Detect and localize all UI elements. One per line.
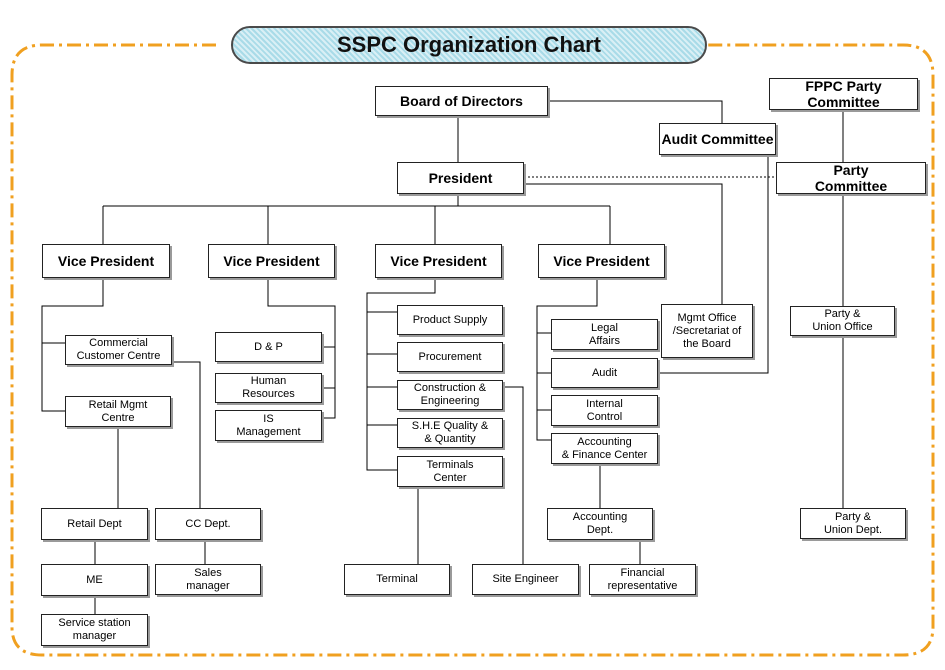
page-title: SSPC Organization Chart (231, 26, 707, 64)
retail-mgmt-centre: Retail Mgmt Centre (65, 396, 171, 427)
party-union-dept: Party & Union Dept. (800, 508, 906, 539)
audit-committee: Audit Committee (659, 123, 776, 155)
she-quality: S.H.E Quality & & Quantity (397, 418, 503, 448)
connector-lines (41, 100, 844, 614)
is-management: IS Management (215, 410, 322, 441)
internal-control: Internal Control (551, 395, 658, 426)
vice-president-2: Vice President (208, 244, 335, 278)
fppc-party-committee: FPPC Party Committee (769, 78, 918, 110)
accounting-dept: Accounting Dept. (547, 508, 653, 540)
me-box: ME (41, 564, 148, 596)
vice-president-3: Vice President (375, 244, 502, 278)
vice-president-4: Vice President (538, 244, 665, 278)
retail-dept: Retail Dept (41, 508, 148, 540)
legal-affairs: Legal Affairs (551, 319, 658, 350)
board-of-directors: Board of Directors (375, 86, 548, 116)
procurement: Procurement (397, 342, 503, 372)
sales-manager: Sales manager (155, 564, 261, 595)
site-engineer: Site Engineer (472, 564, 579, 595)
cc-dept: CC Dept. (155, 508, 261, 540)
party-union-office: Party & Union Office (790, 306, 895, 336)
terminal: Terminal (344, 564, 450, 595)
service-station-manager: Service station manager (41, 614, 148, 646)
human-resources: Human Resources (215, 373, 322, 403)
audit: Audit (551, 358, 658, 388)
financial-representative: Financial representative (589, 564, 696, 595)
terminals-center: Terminals Center (397, 456, 503, 487)
product-supply: Product Supply (397, 305, 503, 335)
mgmt-office: Mgmt Office /Secretariat of the Board (661, 304, 753, 358)
president: President (397, 162, 524, 194)
party-committee: Party Committee (776, 162, 926, 194)
commercial-customer-centre: Commercial Customer Centre (65, 335, 172, 365)
vice-president-1: Vice President (42, 244, 170, 278)
dp-box: D & P (215, 332, 322, 362)
construction-engineering: Construction & Engineering (397, 380, 503, 410)
dashed-border (10, 43, 935, 657)
accounting-finance-center: Accounting & Finance Center (551, 433, 658, 464)
